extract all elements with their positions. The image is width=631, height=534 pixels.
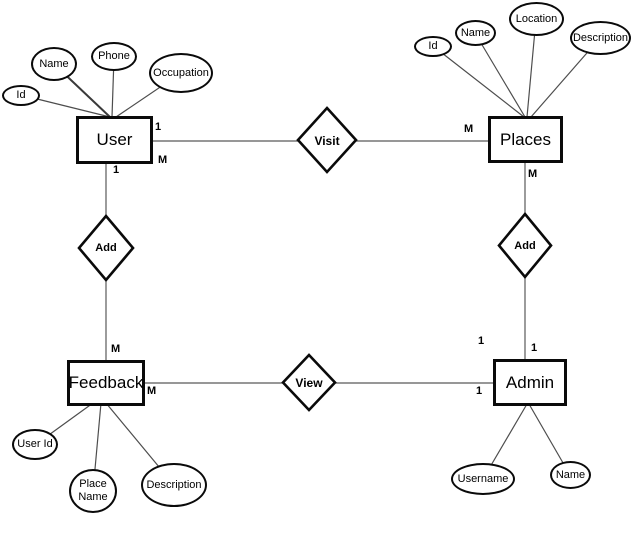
attribute-user-phone: Phone bbox=[91, 42, 137, 71]
entity-feedback-label: Feedback bbox=[68, 373, 144, 392]
entity-places: Places bbox=[488, 116, 563, 163]
entity-admin-label: Admin bbox=[505, 372, 555, 392]
relationship-view-label: View bbox=[295, 376, 323, 390]
attribute-feedback-userid: User Id bbox=[12, 429, 58, 460]
relationship-add-places-admin-label: Add bbox=[514, 240, 536, 252]
attribute-places-location: Location bbox=[509, 2, 564, 36]
relationship-add-user-feedback-label: Add bbox=[95, 242, 117, 254]
attribute-places-description: Description bbox=[570, 21, 631, 55]
attribute-feedback-description: Description bbox=[141, 463, 207, 507]
cardinality-admin-add-right: 1 bbox=[531, 342, 538, 354]
cardinality-user-visit-bottom: M bbox=[158, 154, 168, 166]
attribute-admin-name: Name bbox=[550, 461, 591, 489]
cardinality-admin-view: 1 bbox=[476, 385, 483, 397]
attribute-places-id: Id bbox=[414, 36, 452, 57]
entity-feedback: Feedback bbox=[67, 360, 145, 406]
diamond-visit bbox=[296, 106, 358, 174]
cardinality-user-add: 1 bbox=[113, 164, 120, 176]
cardinality-admin-add-left: 1 bbox=[478, 335, 485, 347]
cardinality-places-visit: M bbox=[464, 123, 474, 135]
attribute-user-occupation: Occupation bbox=[149, 53, 213, 93]
attribute-admin-username: Username bbox=[451, 463, 515, 495]
line-places-name bbox=[474, 32, 526, 118]
attribute-places-name: Name bbox=[455, 20, 496, 46]
cardinality-feedback-view: M bbox=[147, 385, 157, 397]
relationship-visit-label: Visit bbox=[314, 134, 340, 148]
entity-user: User bbox=[76, 116, 153, 164]
diamond-add-places-admin bbox=[497, 211, 553, 280]
attribute-feedback-placename: Place Name bbox=[69, 469, 117, 513]
diamond-add-user-feedback bbox=[77, 213, 135, 283]
entity-user-label: User bbox=[96, 130, 133, 149]
attribute-user-id: Id bbox=[2, 85, 40, 106]
entity-admin: Admin bbox=[493, 359, 567, 406]
cardinality-feedback-add: M bbox=[111, 343, 121, 355]
attribute-user-name: Name bbox=[31, 47, 77, 81]
cardinality-user-visit-top: 1 bbox=[155, 121, 162, 133]
line-places-id bbox=[432, 45, 525, 118]
entity-places-label: Places bbox=[499, 129, 552, 149]
diamond-view bbox=[281, 353, 337, 412]
cardinality-places-add: M bbox=[528, 168, 538, 180]
